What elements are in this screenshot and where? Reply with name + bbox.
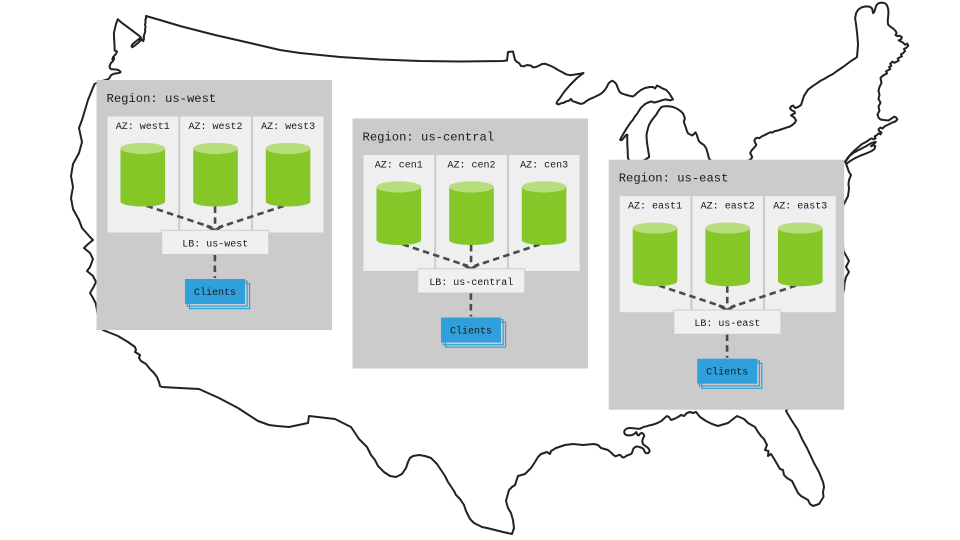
svg-text:AZ: west3: AZ: west3 — [261, 122, 315, 133]
svg-text:LB: us-west: LB: us-west — [182, 239, 248, 250]
svg-text:AZ: west2: AZ: west2 — [188, 122, 242, 133]
svg-text:AZ: east1: AZ: east1 — [628, 202, 682, 213]
svg-text:AZ: east3: AZ: east3 — [773, 202, 827, 213]
svg-text:AZ: east2: AZ: east2 — [701, 202, 755, 213]
svg-text:Clients: Clients — [194, 287, 236, 299]
svg-text:LB: us-east: LB: us-east — [694, 319, 760, 330]
svg-text:Region: us-central: Region: us-central — [363, 131, 495, 145]
svg-text:LB: us-central: LB: us-central — [429, 277, 513, 289]
svg-text:AZ: west1: AZ: west1 — [116, 122, 170, 133]
svg-text:AZ: cen2: AZ: cen2 — [447, 161, 495, 172]
svg-text:AZ: cen1: AZ: cen1 — [375, 161, 423, 172]
svg-text:AZ: cen3: AZ: cen3 — [520, 161, 568, 172]
svg-text:Clients: Clients — [706, 367, 748, 379]
svg-text:Clients: Clients — [450, 326, 492, 338]
svg-text:Region: us-west: Region: us-west — [107, 92, 217, 106]
svg-text:Region: us-east: Region: us-east — [619, 172, 729, 186]
